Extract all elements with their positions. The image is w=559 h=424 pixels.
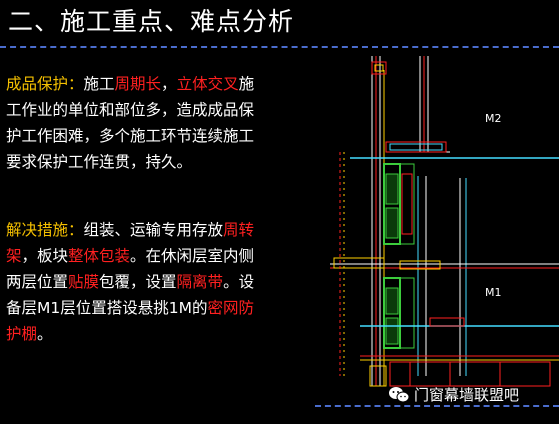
label-m2: M2 <box>485 112 502 125</box>
highlight-film: 贴膜 <box>68 273 100 291</box>
page-title: 二、施工重点、难点分析 <box>8 7 295 36</box>
cad-section-drawing: M2 M1 <box>330 56 559 387</box>
text: 包覆，设置 <box>99 273 177 291</box>
text: 施工作业的单位和部位多，造成成品保护工作困难，多个施工环节连续施工要求保护工作连… <box>6 75 255 171</box>
paragraph-solution: 解决措施：组装、运输专用存放周转架，板块整体包装。在休闲层室内侧两层位置贴膜包覆… <box>6 217 268 347</box>
text: 。设备层M1层位置搭设悬挑1M的 <box>6 273 255 317</box>
paragraph-product-protection: 成品保护：施工周期长，立体交叉施工作业的单位和部位多，造成成品保护工作困难，多个… <box>6 71 268 175</box>
highlight-shed: 密网防护棚 <box>6 299 254 343</box>
highlight-isolation: 隔离带 <box>176 273 224 291</box>
text: 组装、运输专用存放 <box>83 221 224 239</box>
text: 。 <box>37 325 53 343</box>
text: ，板块 <box>21 247 69 265</box>
highlight-cross-work: 立体交叉 <box>176 75 239 93</box>
highlight-long-period: 周期长 <box>114 75 162 93</box>
watermark-text: 门窗幕墙联盟吧 <box>414 386 520 404</box>
text: ， <box>161 75 177 93</box>
label-solution: 解决措施： <box>6 221 84 239</box>
wechat-icon <box>389 386 410 402</box>
text: 。在休闲层室内侧两层位置 <box>6 247 255 291</box>
bottom-divider <box>315 405 559 407</box>
text: 施工 <box>83 75 115 93</box>
highlight-packaging: 整体包装 <box>68 247 131 265</box>
title-divider <box>0 46 559 48</box>
label-product-protection: 成品保护： <box>6 75 84 93</box>
highlight-rack: 周转架 <box>6 221 255 265</box>
label-m1: M1 <box>485 286 502 299</box>
watermark: 门窗幕墙联盟吧 <box>388 384 519 405</box>
